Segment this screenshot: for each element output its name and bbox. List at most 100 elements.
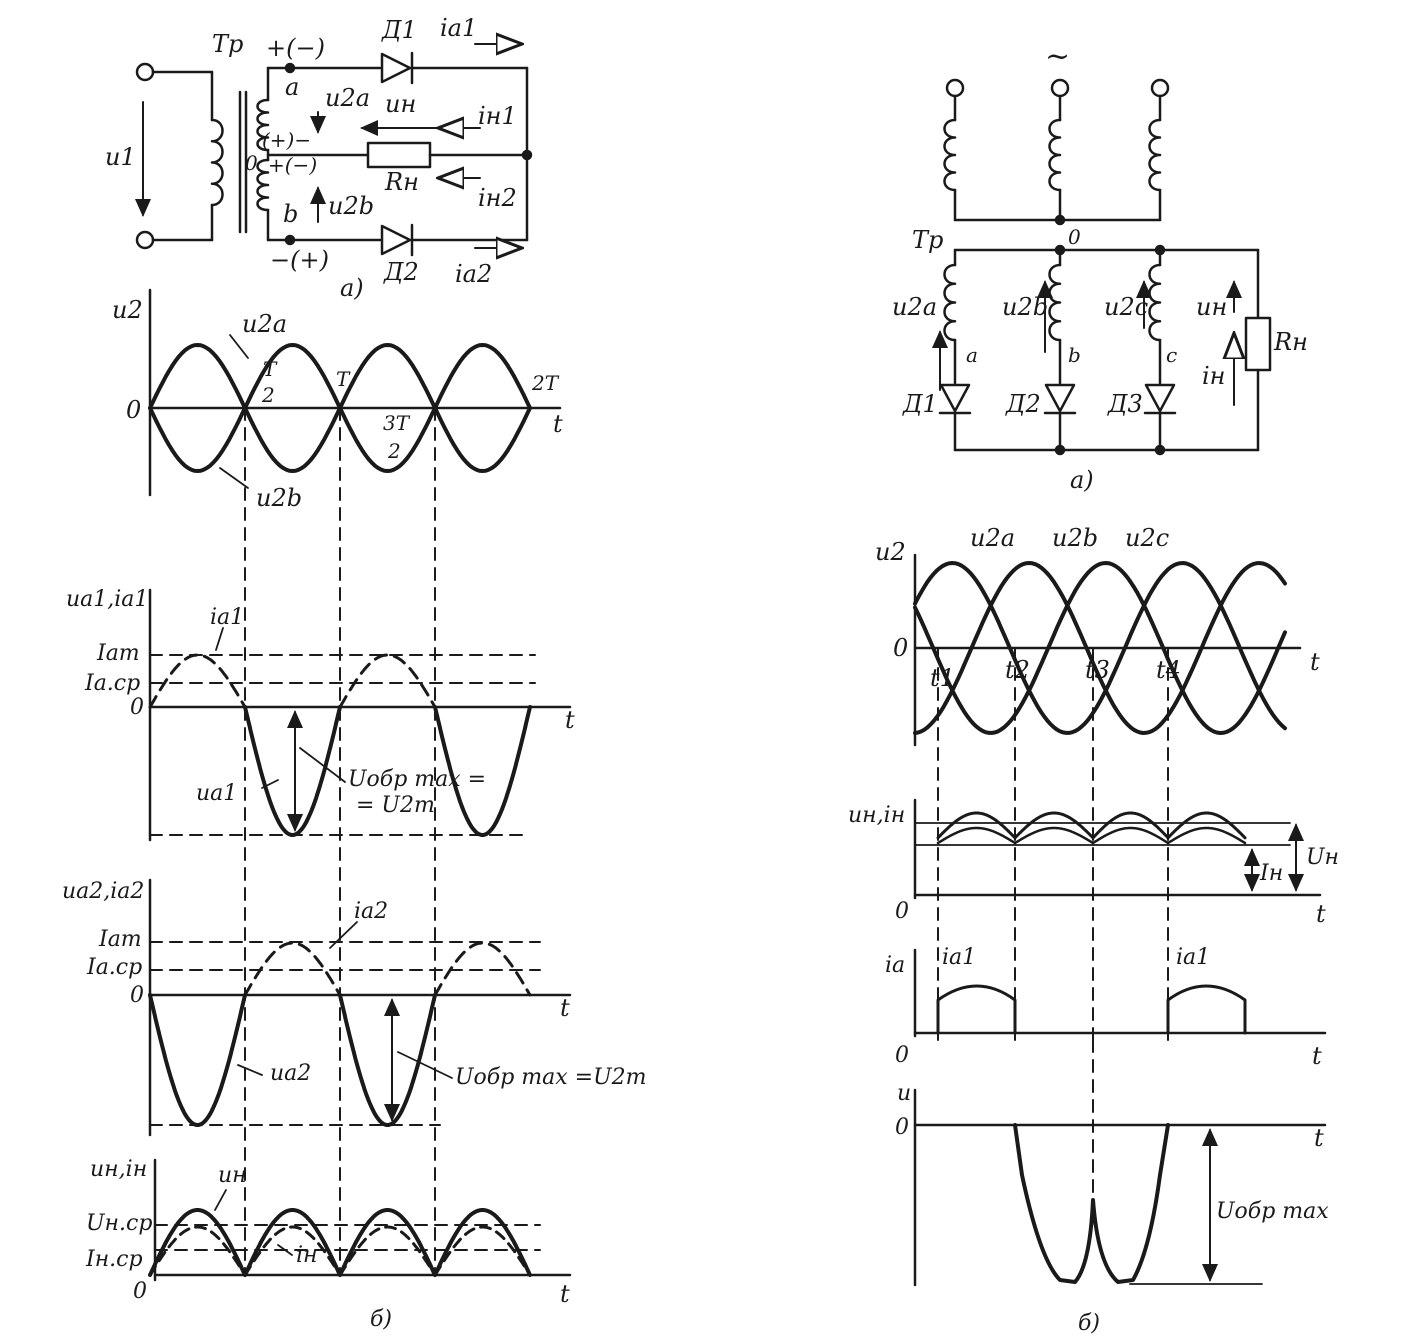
left-a2-ua2: ua2: [270, 1061, 311, 1086]
right-u2-s1: u2a: [970, 524, 1015, 552]
left-u2-ylabel: u2: [112, 296, 143, 324]
right-caption-b: б): [1078, 1311, 1100, 1336]
left-load-chart: uн,iн uн Uн.cp iн Iн.cp 0 t б): [85, 1157, 570, 1332]
right-u2-phase-0: [913, 561, 1287, 735]
right-diode-1-body: [939, 383, 971, 413]
right-secondary-coil-2: [1148, 263, 1162, 342]
left-ua1-dip1: [243, 705, 342, 837]
left-uobr2-leader: [397, 1051, 453, 1079]
left-ia2-label: ia2: [455, 260, 492, 288]
left-in2-label: iн2: [478, 184, 517, 212]
left-ua2-dip1: [148, 993, 247, 1127]
right-in-hump-0: [936, 826, 1017, 845]
left-u2-series-a: u2a: [242, 310, 287, 338]
left-a1-zero: 0: [130, 695, 144, 720]
left-load-resistor: [366, 141, 432, 169]
right-primary-coil-2: [1148, 118, 1162, 192]
left-in1-label: iн1: [478, 102, 517, 130]
left-schematic-caption: а): [340, 274, 364, 302]
right-u-uobr: Uобр max: [1216, 1199, 1329, 1224]
right-in-hump-3: [1166, 826, 1247, 845]
right-u2c-label: u2c: [1104, 293, 1148, 321]
right-tilde: ~: [1045, 39, 1070, 74]
right-un-hump-0: [936, 811, 1017, 840]
right-d2-label: Д2: [1005, 390, 1041, 418]
right-primary-coil-0: [943, 118, 957, 192]
left-load-ylabel: uн,iн: [90, 1157, 147, 1182]
left-u2-series-b: u2b: [256, 484, 302, 512]
left-ia2-leader: [329, 921, 358, 949]
left-in-leader: [277, 1244, 293, 1256]
right-node-a: a: [966, 343, 978, 367]
left-a2-uobr: Uобр max =U2m: [455, 1065, 647, 1090]
left-u2-chart: u2 0 t u2a u2b T 2 T 3T 2 2T: [112, 296, 563, 512]
left-uobr1-leader: [299, 747, 346, 783]
left-in-hump-3: [433, 1225, 532, 1277]
left-polarity-mid2: +(−): [268, 153, 317, 177]
right-terminal-a: [945, 78, 965, 98]
right-in-label: iн: [1202, 362, 1225, 390]
left-ua1-leader: [261, 779, 279, 789]
right-bottom-dot-b: [1054, 444, 1066, 456]
right-load-zero: 0: [895, 899, 909, 924]
right-terminal-c: [1150, 78, 1170, 98]
left-a1-t: t: [565, 706, 575, 734]
left-ia2-pulse2: [433, 941, 532, 997]
left-un-hump-0: [148, 1208, 247, 1277]
left-a2-ylabel: ua2,ia2: [62, 879, 144, 904]
right-load-Un: Uн: [1306, 845, 1339, 870]
right-un-label: uн: [1196, 293, 1227, 321]
right-diode-3-body: [1144, 383, 1176, 413]
right-ia1-second: ia1: [1176, 945, 1210, 970]
left-junction-right: [521, 149, 533, 161]
left-ia1-leader: [215, 627, 224, 651]
right-u2-phase-2: [913, 561, 1287, 735]
left-a2-iam: Iam: [98, 927, 142, 952]
left-ia1-pulse2: [338, 653, 437, 709]
left-in-hump-0: [148, 1225, 247, 1277]
left-node-b-label: b: [283, 200, 298, 228]
left-ia1-pulse1: [148, 653, 247, 709]
left-a2-zero: 0: [130, 983, 144, 1008]
left-ua1-dip2: [433, 705, 532, 837]
right-transformer-label: Тр: [912, 226, 943, 254]
left-primary-coil: [210, 118, 224, 207]
right-node-c: c: [1166, 343, 1177, 367]
left-tick-T2-num: T: [263, 357, 278, 381]
right-un-hump-2: [1091, 811, 1170, 840]
left-secondary-coil-a: [256, 98, 270, 152]
left-ua2-leader: [237, 1064, 263, 1076]
right-ia1-pulse-1: [936, 984, 1017, 1035]
left-a1-u2m: = U2m: [356, 793, 435, 818]
right-d3-label: Д3: [1107, 390, 1143, 418]
right-load-chart: uн,iн 0 t Iн Uн: [848, 803, 1339, 928]
right-u-chart: u 0 t Uобр max б): [895, 1081, 1329, 1336]
left-a2-chart: ua2,ia2 Iam Ia.cp 0 t ia2 ua2 Uобр max =…: [62, 879, 647, 1090]
right-un-hump-1: [1013, 811, 1095, 840]
left-un-leader: [214, 1189, 227, 1211]
left-load-un: uн: [218, 1163, 247, 1188]
left-u1-label: u1: [105, 143, 136, 171]
left-tick-2T: 2T: [531, 371, 560, 395]
left-tick-3T2-den: 2: [387, 439, 401, 463]
right-ia-zero: 0: [895, 1043, 909, 1068]
left-a2-iacp: Ia.cp: [86, 955, 142, 980]
left-a1-uobr: Uобр max =: [348, 767, 486, 792]
left-secondary-coil-b: [256, 158, 270, 212]
right-in-hump-1: [1013, 826, 1095, 845]
left-ua2-dip2: [338, 993, 437, 1127]
left-node-b-dot: [284, 234, 296, 246]
left-un-label: uн: [385, 90, 416, 118]
right-u-reverse-curve: [1013, 1123, 1170, 1284]
right-tick-t1: t1: [930, 664, 955, 692]
left-u2b-leader: [219, 467, 249, 489]
right-ia-chart: ia 0 t ia1 ia1: [885, 945, 1322, 1070]
left-polarity-mid1: (+)−: [262, 128, 311, 152]
right-u2-phase-1: [913, 561, 1287, 735]
right-u2-s2: u2b: [1052, 524, 1098, 552]
left-un-hump-1: [243, 1208, 342, 1277]
right-load-resistor: [1244, 316, 1272, 372]
right-d1-label: Д1: [902, 390, 938, 418]
right-tick-t4: t4: [1156, 656, 1181, 684]
